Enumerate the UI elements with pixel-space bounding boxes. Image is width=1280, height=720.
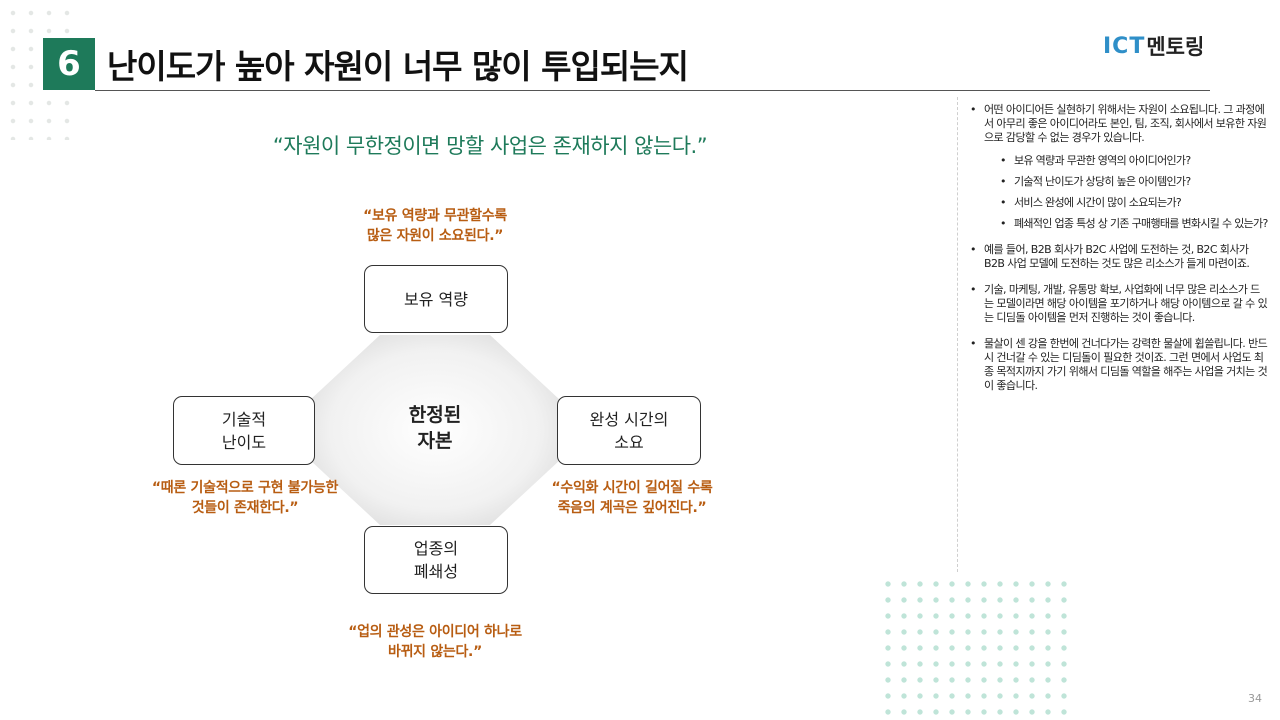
bullet-item: 예를 들어, B2B 회사가 B2C 사업에 도전하는 것, B2C 회사가 B… xyxy=(968,243,1268,271)
explanation-panel: 어떤 아이디어든 실현하기 위해서는 자원이 소요됩니다. 그 과정에서 아무리… xyxy=(968,103,1268,402)
bullet-list: 어떤 아이디어든 실현하기 위해서는 자원이 소요됩니다. 그 과정에서 아무리… xyxy=(968,103,1268,393)
box-completion-time: 완성 시간의 소요 xyxy=(557,396,701,465)
sub-bullet-item: 기술적 난이도가 상당히 높은 아이템인가? xyxy=(968,175,1268,189)
logo-ict-text: ICT xyxy=(1103,33,1146,59)
box-industry-closedness: 업종의 폐쇄성 xyxy=(364,526,508,594)
box-technical-difficulty: 기술적 난이도 xyxy=(173,396,315,465)
sub-bullet-text: 기술적 난이도가 상당히 높은 아이템인가? xyxy=(1014,175,1191,188)
center-label-limited-capital: 한정된 자본 xyxy=(408,404,462,452)
bullet-item: 기술, 마케팅, 개발, 유통망 확보, 사업화에 너무 많은 리소스가 드는 … xyxy=(968,283,1268,325)
section-number-badge: 6 xyxy=(43,38,95,90)
logo-mentoring-text: 멘토링 xyxy=(1146,35,1205,59)
vertical-divider xyxy=(957,97,958,572)
slide-title: 난이도가 높아 자원이 너무 많이 투입되는지 xyxy=(107,47,689,86)
sub-bullet-text: 보유 역량과 무관한 영역의 아이디어인가? xyxy=(1014,154,1191,167)
bullet-item: 어떤 아이디어든 실현하기 위해서는 자원이 소요됩니다. 그 과정에서 아무리… xyxy=(968,103,1268,145)
note-holding-capability: “보유 역량과 무관할수록 많은 자원이 소요된다.” xyxy=(363,208,507,244)
main-quote: “자원이 무한정이면 망할 사업은 존재하지 않는다.” xyxy=(272,134,708,158)
note-completion-time: “수익화 시간이 길어질 수록 죽음의 계곡은 깊어진다.” xyxy=(551,480,713,516)
title-underline xyxy=(95,90,1210,91)
box-holding-capability: 보유 역량 xyxy=(364,265,508,333)
bullet-text: 예를 들어, B2B 회사가 B2C 사업에 도전하는 것, B2C 회사가 B… xyxy=(984,243,1250,270)
bullet-item: 물살이 센 강을 한번에 건너다가는 강력한 물살에 휩쓸립니다. 반드시 건너… xyxy=(968,337,1268,393)
sub-bullet-text: 서비스 완성에 시간이 많이 소요되는가? xyxy=(1014,196,1182,209)
sub-bullet-item: 보유 역량과 무관한 영역의 아이디어인가? xyxy=(968,154,1268,168)
bullet-text: 기술, 마케팅, 개발, 유통망 확보, 사업화에 너무 많은 리소스가 드는 … xyxy=(984,283,1268,324)
ict-mentoring-logo: ICT 멘토링 xyxy=(1103,30,1204,62)
bullet-text: 물살이 센 강을 한번에 건너다가는 강력한 물살에 휩쓸립니다. 반드시 건너… xyxy=(984,337,1268,392)
sub-bullet-text: 폐쇄적인 업종 특성 상 기존 구매행태를 변화시킬 수 있는가? xyxy=(1014,217,1268,230)
sub-bullet-item: 폐쇄적인 업종 특성 상 기존 구매행태를 변화시킬 수 있는가? xyxy=(968,217,1268,231)
decorative-dot-grid-bottom xyxy=(878,574,1068,720)
page-number: 34 xyxy=(1248,692,1262,705)
note-industry-closedness: “업의 관성은 아이디어 하나로 바뀌지 않는다.” xyxy=(348,624,522,660)
sub-bullet-item: 서비스 완성에 시간이 많이 소요되는가? xyxy=(968,196,1268,210)
note-technical-difficulty: “때론 기술적으로 구현 불가능한 것들이 존재한다.” xyxy=(151,480,339,516)
limited-capital-polygon xyxy=(310,335,560,525)
bullet-text: 어떤 아이디어든 실현하기 위해서는 자원이 소요됩니다. 그 과정에서 아무리… xyxy=(984,103,1267,144)
